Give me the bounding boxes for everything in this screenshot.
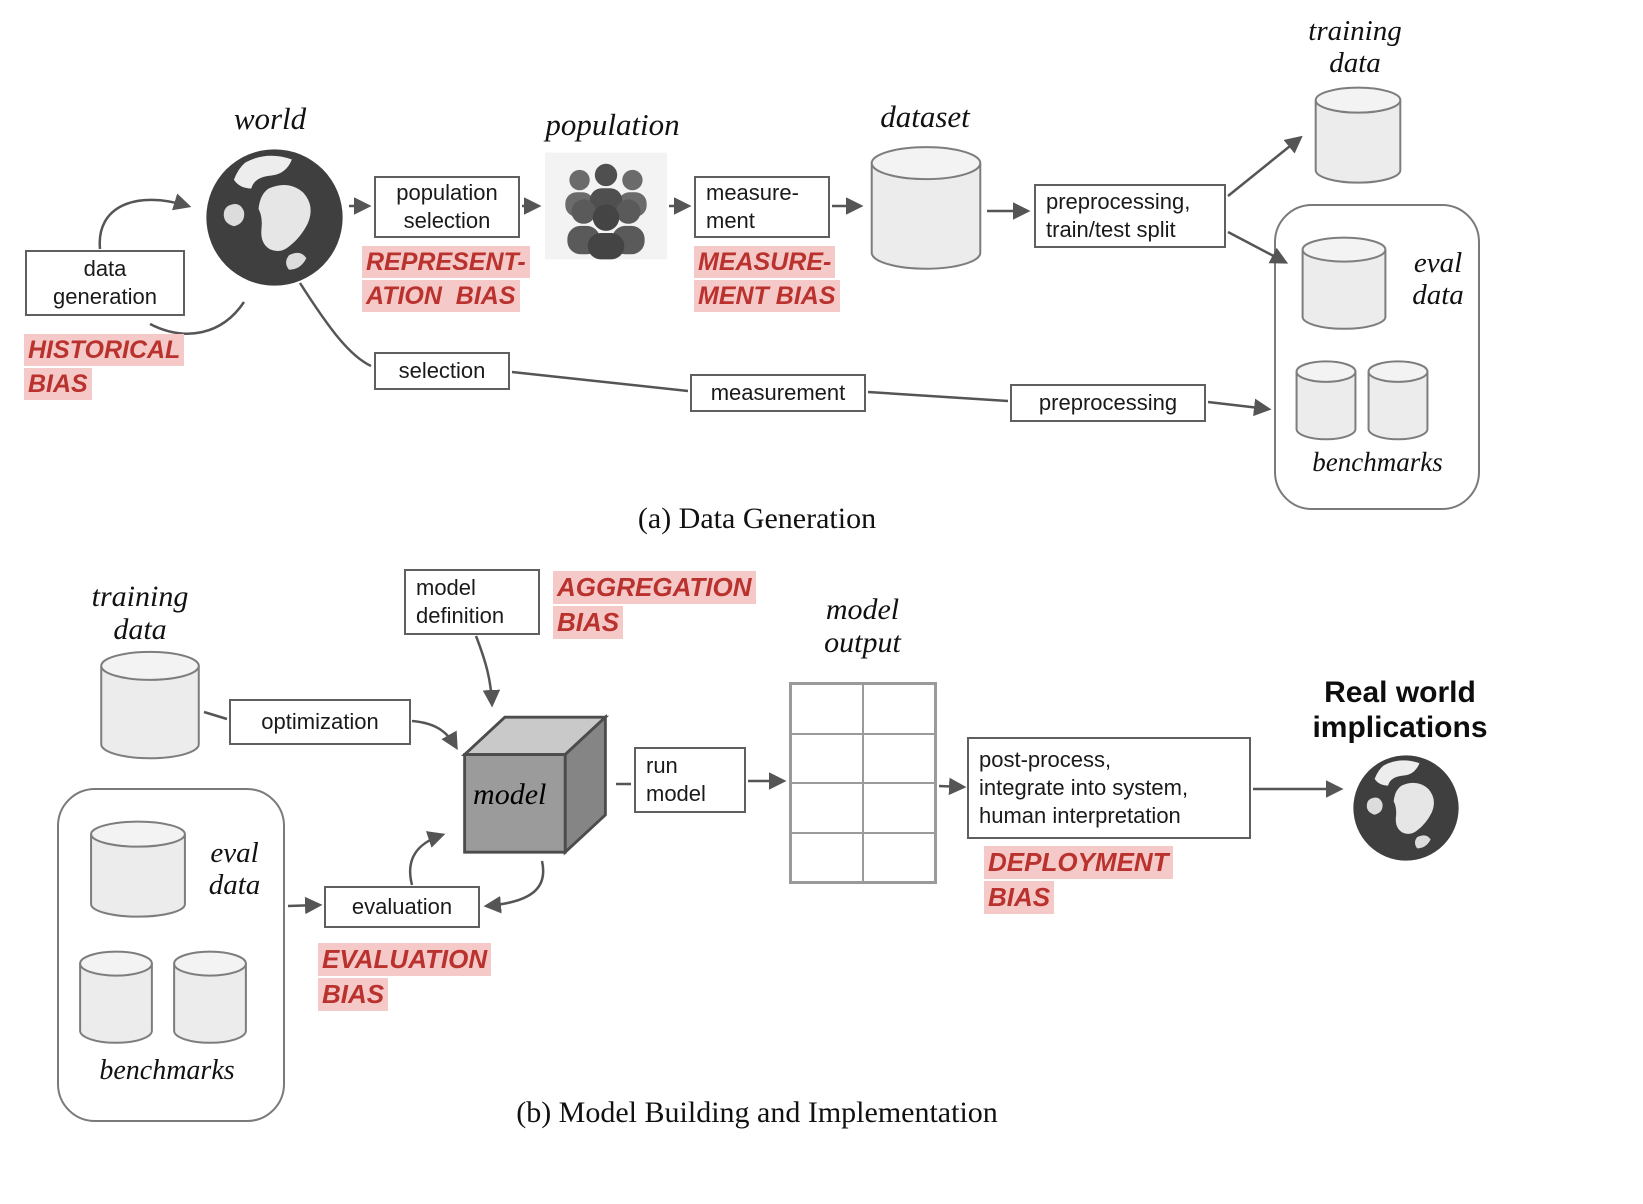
eval-data-cylinder-icon-a bbox=[1299, 236, 1389, 332]
deployment-bias-label: DEPLOYMENT BIAS bbox=[984, 846, 1173, 916]
arrow-evaluation-to-model bbox=[408, 831, 446, 886]
measurement-box: measure- ment bbox=[694, 176, 830, 238]
measurement2-box: measurement bbox=[690, 374, 866, 412]
training-data-label-b: training data bbox=[91, 580, 189, 646]
run-model-box: run model bbox=[634, 747, 746, 813]
world-globe-icon bbox=[202, 140, 347, 295]
caption-b: (b) Model Building and Implementation bbox=[516, 1096, 998, 1129]
model-output-label: model output bbox=[824, 593, 901, 659]
measurement-bias-label: MEASURE- MENT BIAS bbox=[694, 246, 840, 314]
data-generation-box: data generation bbox=[25, 250, 185, 316]
arrow-optimization-to-model bbox=[411, 719, 458, 751]
historical-bias-label: HISTORICAL BIAS bbox=[24, 334, 185, 402]
line-training-data-to-optimization bbox=[203, 710, 228, 721]
benchmark-cylinder-icon-a2 bbox=[1366, 360, 1430, 442]
benchmark-cylinder-icon-b2 bbox=[171, 950, 249, 1046]
eval-data-cylinder-icon-b bbox=[87, 820, 189, 920]
data-generation-line2: generation bbox=[53, 284, 157, 309]
arrow-model-to-evaluation bbox=[483, 860, 545, 914]
caption-a: (a) Data Generation bbox=[637, 502, 877, 535]
model-cube-icon: model bbox=[456, 708, 614, 860]
line-measurement2-to-preprocessing2 bbox=[867, 390, 1009, 403]
evaluation-box: evaluation bbox=[324, 886, 480, 928]
benchmarks-label-a: benchmarks bbox=[1312, 447, 1443, 477]
arrow-data-generation-to-world bbox=[98, 193, 192, 250]
training-data-cylinder-icon-a bbox=[1312, 86, 1404, 186]
world-label: world bbox=[233, 101, 307, 136]
eval-data-label-a: eval data bbox=[1412, 247, 1464, 311]
arrow-preprocessing-to-training-data bbox=[1227, 135, 1303, 197]
line-selection-to-measurement2 bbox=[511, 370, 689, 393]
arrow-world-to-selection bbox=[298, 282, 372, 368]
real-world-implications-label: Real world implications bbox=[1312, 676, 1488, 744]
evaluation-bias-label: EVALUATION BIAS bbox=[318, 943, 492, 1013]
training-data-cylinder-icon-b bbox=[97, 650, 203, 762]
real-world-globe-icon bbox=[1350, 750, 1462, 866]
model-label: model bbox=[473, 777, 547, 811]
dataset-label: dataset bbox=[880, 99, 970, 134]
arrow-model-definition-to-model bbox=[474, 635, 501, 708]
model-output-grid bbox=[789, 682, 937, 884]
model-definition-box: model definition bbox=[404, 569, 540, 635]
arrow-model-output-to-post-process bbox=[938, 777, 967, 796]
aggregation-bias-label: AGGREGATION BIAS bbox=[553, 571, 756, 641]
preprocessing2-box: preprocessing bbox=[1010, 384, 1206, 422]
post-process-box: post-process, integrate into system, hum… bbox=[967, 737, 1251, 839]
population-label: population bbox=[545, 107, 680, 142]
arrow-eval-group-to-evaluation bbox=[287, 896, 323, 915]
representation-bias-label: REPRESENT- ATION BIAS bbox=[362, 246, 530, 314]
population-selection-box: population selection bbox=[374, 176, 520, 238]
benchmark-cylinder-icon-a1 bbox=[1294, 360, 1358, 442]
training-data-label-a: training data bbox=[1308, 15, 1402, 79]
people-group-icon bbox=[545, 152, 667, 260]
dataset-cylinder-icon bbox=[867, 145, 985, 273]
optimization-box: optimization bbox=[229, 699, 411, 745]
preprocessing-split-box: preprocessing, train/test split bbox=[1034, 184, 1226, 248]
benchmarks-label-b: benchmarks bbox=[99, 1055, 235, 1086]
benchmark-cylinder-icon-b1 bbox=[77, 950, 155, 1046]
eval-data-label-b: eval data bbox=[208, 837, 261, 901]
selection-box: selection bbox=[374, 352, 510, 390]
arrow-preprocessing2-to-benchmarks bbox=[1207, 398, 1272, 417]
data-generation-line1: data bbox=[83, 255, 127, 281]
